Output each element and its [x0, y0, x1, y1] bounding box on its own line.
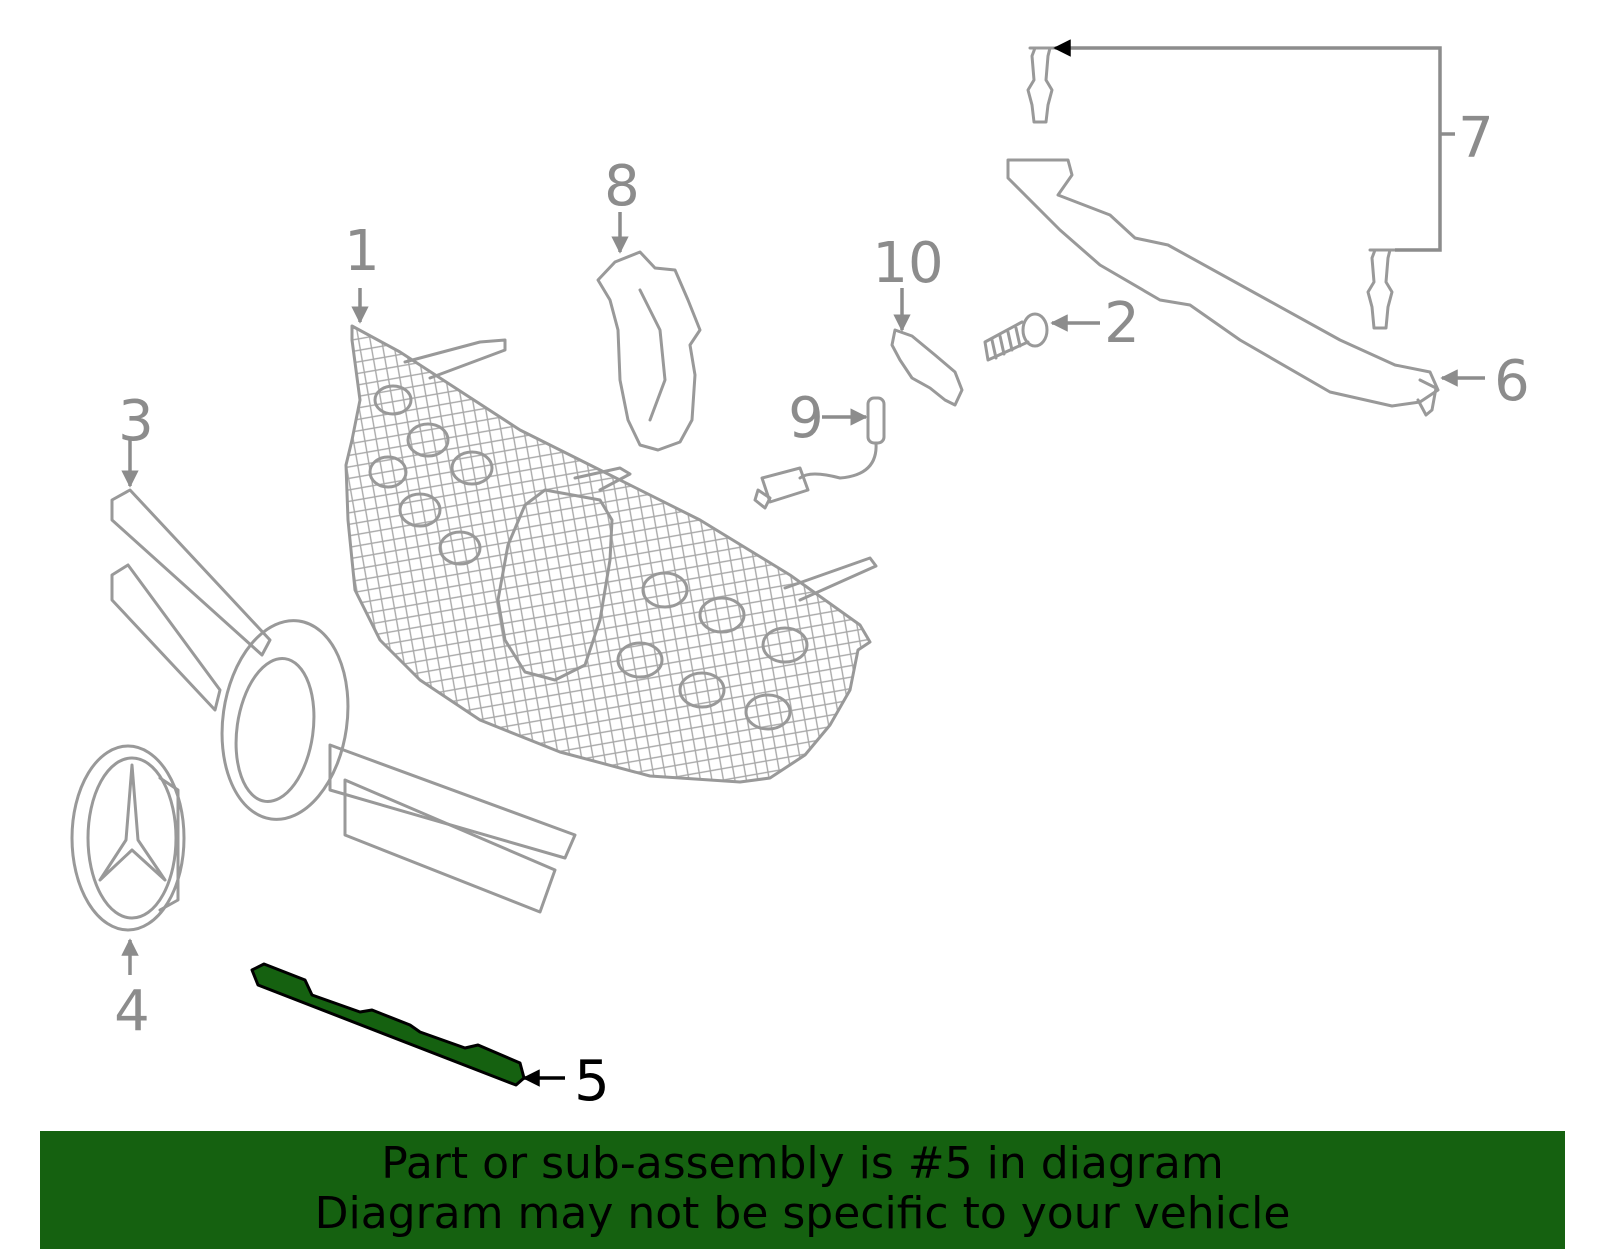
bracket-part-8 — [596, 250, 702, 452]
callout-8: 8 — [604, 154, 640, 219]
crossmember-part-6 — [1006, 158, 1440, 417]
banner-line-2: Diagram may not be specific to your vehi… — [314, 1188, 1291, 1239]
parts-diagram: 1 2 3 4 5 6 7 8 9 10 — [70, 39, 1530, 1114]
callout-7: 7 — [1458, 106, 1494, 171]
callout-4: 4 — [114, 979, 150, 1044]
callout-6: 6 — [1494, 349, 1530, 414]
part-info-banner: Part or sub-assembly is #5 in diagram Di… — [40, 1131, 1565, 1249]
sensor-part-9 — [753, 396, 886, 510]
callout-5: 5 — [574, 1049, 610, 1114]
leader-lines — [121, 39, 1485, 1087]
callout-9: 9 — [788, 386, 824, 451]
clip-part-10 — [890, 328, 964, 407]
push-clips-part-7 — [1026, 46, 1397, 330]
callout-3: 3 — [118, 389, 154, 454]
banner-line-1: Part or sub-assembly is #5 in diagram — [381, 1138, 1224, 1189]
callout-1: 1 — [344, 219, 380, 284]
star-emblem-part-4 — [70, 744, 186, 932]
screw-part-2 — [983, 312, 1049, 362]
trim-strip-part-5 — [250, 962, 526, 1087]
grille-part-1 — [344, 324, 878, 784]
emblem-frame-part-3 — [110, 488, 577, 914]
callout-10: 10 — [872, 231, 943, 296]
callout-2: 2 — [1104, 291, 1140, 356]
